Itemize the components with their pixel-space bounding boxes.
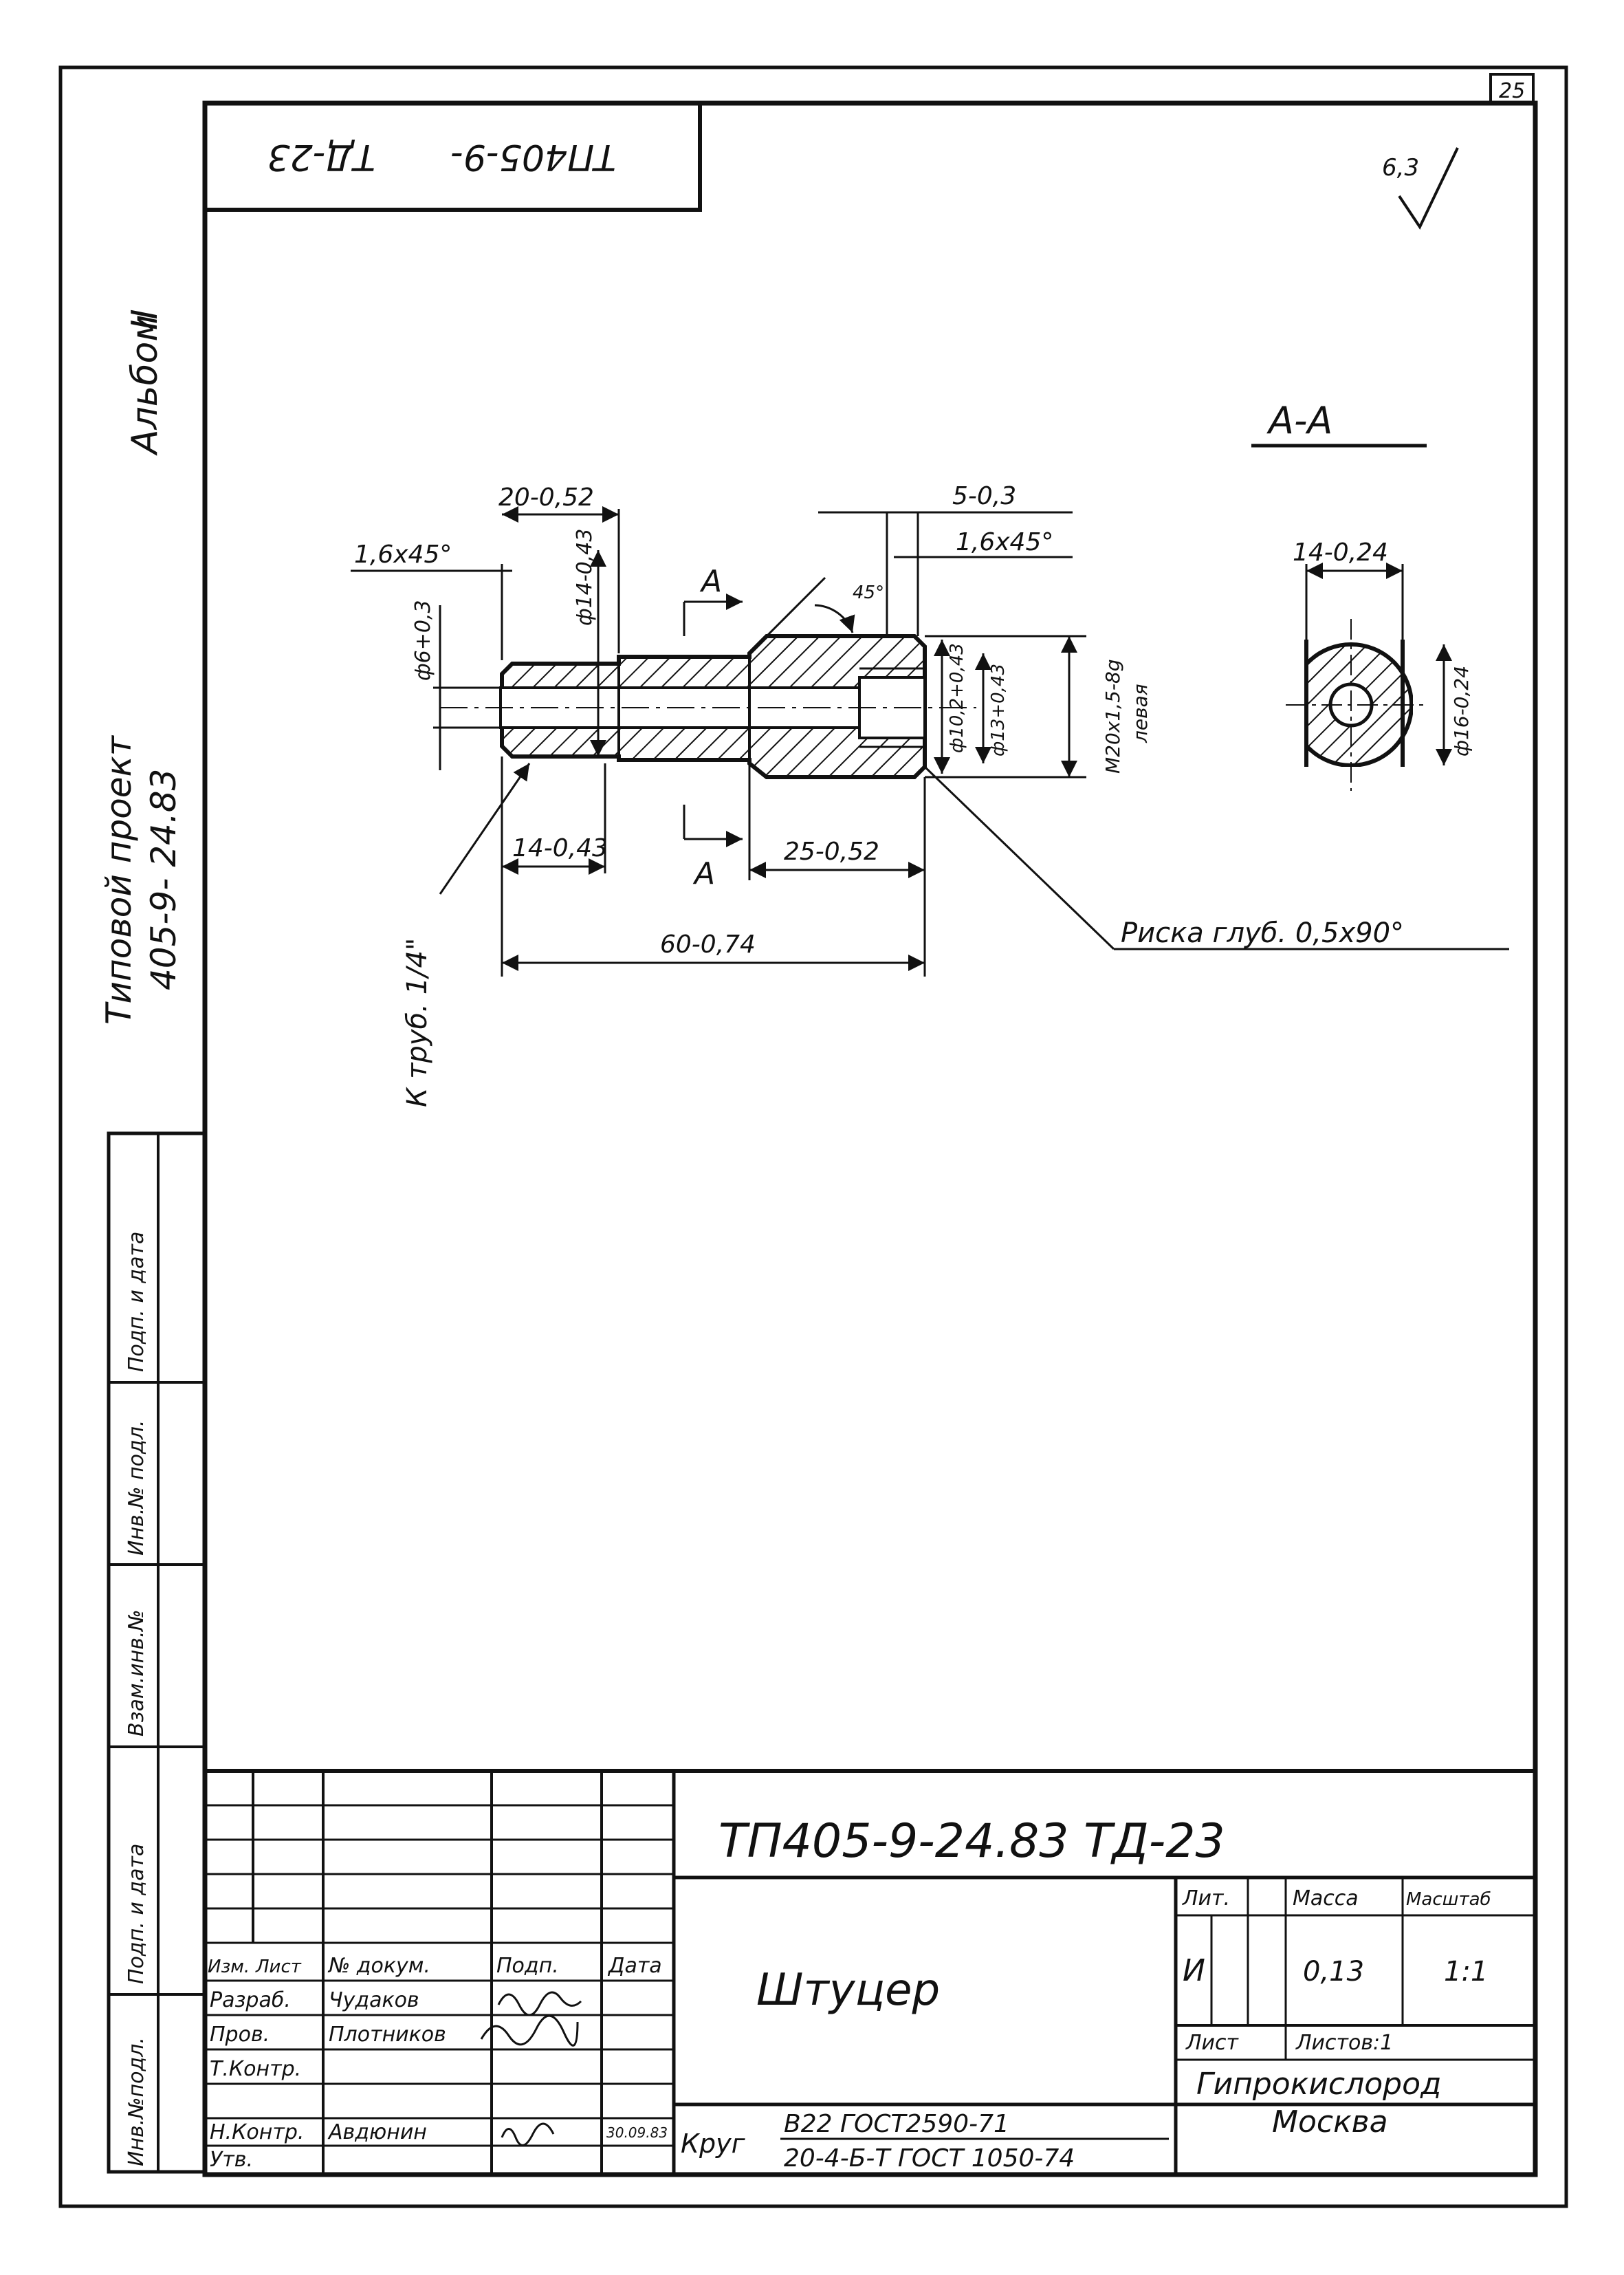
album-label: Альбом [124,314,166,456]
dim-thread: М20х1,5-8g [1101,659,1124,774]
signature-2 [480,2014,579,2047]
row-role-3: Т.Контр. [210,2057,301,2081]
dim-20: 20-0,52 [498,483,594,512]
mass-label: Масса [1293,1886,1359,1911]
col-podp: Подп. [496,1954,559,1978]
dimension-lines [351,506,1509,977]
org-line1: Гипрокислород [1196,2067,1441,2102]
dim-45deg: 45° [853,583,884,603]
row-role-1: Разраб. [210,1988,291,2012]
section-mark-top: А [699,564,722,599]
mass-value: 0,13 [1303,1956,1364,1988]
dim-dia13: ф13+0,43 [988,664,1009,756]
album-number: II [124,309,166,330]
top-code-left: ТП405-9- [450,136,616,177]
signature-1 [497,1991,582,2016]
sheet-number: 25 [1499,79,1525,103]
lit-value: И [1183,1953,1205,1988]
stamp-material-prefix: Круг [681,2129,746,2159]
row-date-4: 30.09.83 [606,2124,668,2141]
col-izm: Изм. [208,1957,250,1977]
sheets-label: Листов:1 [1295,2031,1393,2055]
title-block [203,1769,1537,2177]
side-col-3: Взам.инв.№ [124,1609,149,1737]
part-view [440,634,976,779]
col-ndoc: № докум. [327,1954,430,1978]
outer-border [58,65,1568,2208]
roughness-symbol [1398,147,1459,230]
pipe-callout: К труб. 1/4" [402,938,433,1107]
dim-5: 5-0,3 [952,482,1016,510]
dim-thread-left: левая [1129,684,1152,743]
stamp-material-line1: В22 ГОСТ2590-71 [784,2110,1009,2138]
dim-dia6: ф6+0,3 [411,600,435,681]
scale-value: 1:1 [1444,1956,1488,1988]
section-mark-bottom: А [692,856,715,891]
dim-chamfer-right: 1,6х45° [956,528,1053,556]
col-data: Дата [607,1954,662,1978]
dim-dia10: ф10,2+0,43 [947,643,967,753]
dim-section-dia16: ф16-0,24 [1450,666,1473,756]
dim-dia14: ф14-0,43 [573,529,597,626]
row-name-1: Чудаков [329,1988,419,2012]
dim-chamfer-left: 1,6х45° [354,541,452,569]
signature-4 [501,2122,555,2146]
row-name-2: Плотников [329,2023,446,2047]
dim-25: 25-0,52 [784,838,879,866]
top-code-box [203,101,702,212]
side-stamp [107,1131,207,2174]
scale-label: Масштаб [1406,1889,1491,1910]
col-list: Лист [255,1957,302,1977]
side-col-4: Подп. и дата [124,1844,149,1984]
row-name-4: Авдюнин [327,2120,427,2144]
row-role-4: Н.Контр. [210,2120,304,2144]
stamp-part-name: Штуцер [756,1965,940,2016]
lit-label: Лит. [1182,1886,1230,1911]
side-col-2: Инв.№ подл. [124,1420,149,1556]
sheet-number-box [1489,73,1535,105]
stamp-material-line2: 20-4-Б-Т ГОСТ 1050-74 [784,2144,1075,2173]
org-line2: Москва [1272,2104,1388,2140]
side-col-1: Подп. и дата [124,1232,149,1372]
dim-14-043: 14-0,43 [512,834,608,862]
row-role-2: Пров. [210,2023,270,2047]
roughness-value: 6,3 [1382,154,1419,182]
groove-callout: Риска глуб. 0,5х90° [1121,917,1404,949]
sheet-label: Лист [1185,2031,1240,2055]
dim-60: 60-0,74 [660,930,756,959]
dim-section-14: 14-0,24 [1293,538,1388,567]
top-code-right: ТД-23 [267,136,375,177]
section-view [1286,563,1452,791]
project-line2: 405-9- 24.83 [144,769,184,990]
side-col-5: Инв.№подл. [124,2037,149,2166]
row-role-5: Утв. [210,2148,253,2172]
section-title: А-А [1266,399,1332,442]
project-line1: Типовой проект [99,734,139,1025]
stamp-doc-code: ТП405-9-24.83 ТД-23 [718,1814,1225,1869]
